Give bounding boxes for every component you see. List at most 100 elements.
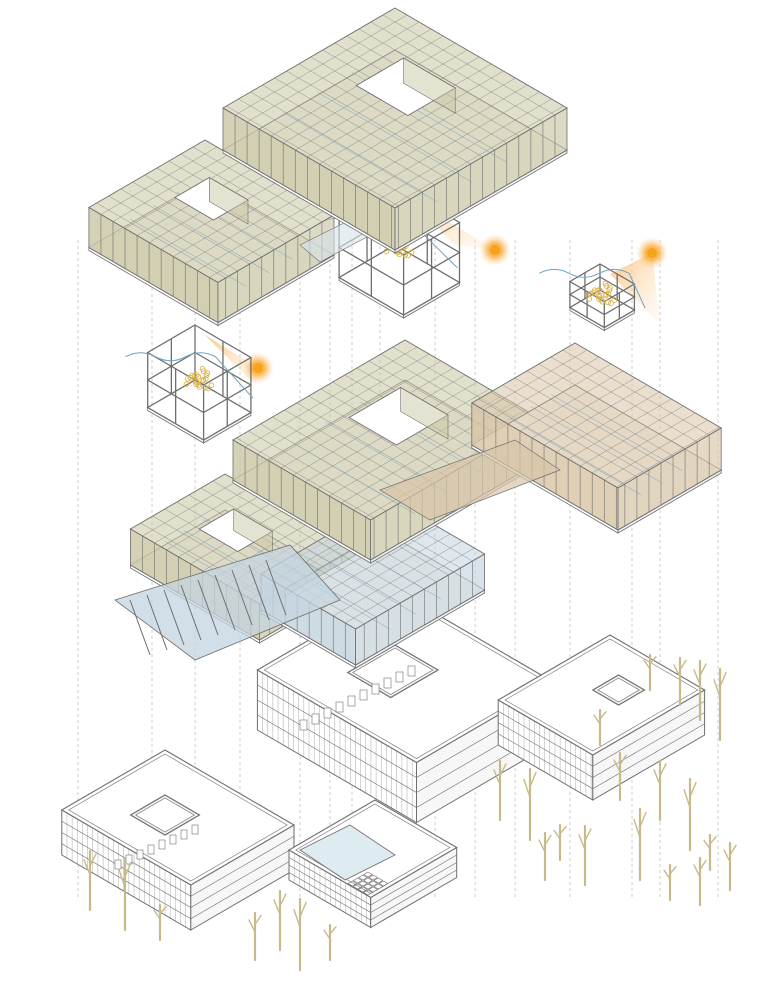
partition [333, 540, 463, 617]
ground-partition [248, 564, 270, 621]
floor-band [498, 700, 705, 767]
ground-partition [180, 584, 202, 641]
roof-equipment [335, 701, 344, 713]
tree-icon [673, 656, 687, 707]
roof-equipment [347, 695, 356, 707]
partition [298, 63, 471, 165]
greenery [193, 378, 199, 385]
tree-icon [663, 863, 677, 902]
partition [343, 77, 516, 179]
skylight [373, 883, 384, 890]
ground-partition [231, 569, 253, 626]
airflow-icon [538, 268, 646, 309]
partition [562, 349, 710, 436]
partition [358, 28, 532, 130]
tree-branch [124, 861, 132, 878]
greenery [200, 378, 206, 384]
partition [100, 146, 218, 215]
floor-band [498, 723, 705, 790]
partition [236, 437, 375, 519]
skylight [378, 880, 389, 887]
tree-branch [653, 769, 661, 786]
roof-equipment [158, 839, 166, 850]
tree-icon [248, 911, 262, 962]
partition [108, 195, 238, 272]
roof-equipment [395, 671, 404, 683]
greenery [587, 290, 594, 297]
partition [616, 426, 720, 488]
courtyard-modules [125, 184, 668, 444]
room-face [394, 107, 568, 251]
tree-branch [83, 859, 91, 876]
upper-floor-north-plate [222, 7, 568, 254]
tree-branch [553, 829, 561, 840]
tree-branch [633, 818, 641, 839]
tree-icon [578, 824, 592, 887]
tree-branch [713, 678, 721, 699]
tree-branch [663, 869, 671, 880]
partition [173, 188, 290, 257]
tree-branch [299, 901, 307, 918]
partition [226, 105, 399, 207]
tree-branch [593, 714, 601, 725]
greenery [383, 248, 390, 255]
partition [274, 77, 447, 179]
tree-branch [293, 908, 301, 929]
skylight [363, 877, 373, 884]
greenery [408, 249, 415, 256]
courtyard-wall [403, 57, 456, 114]
tree-branch [118, 868, 126, 889]
middle-link-tan [379, 439, 561, 521]
greenery [199, 366, 206, 372]
tree-icon [653, 759, 667, 822]
greenery [595, 293, 602, 299]
floor-band [498, 712, 705, 778]
partition [142, 480, 238, 537]
tree-icon [83, 849, 97, 912]
tree-branch [649, 656, 657, 665]
tree-branch [153, 909, 161, 920]
partition [490, 391, 638, 478]
tree-branch [639, 811, 647, 828]
room-face [355, 553, 486, 666]
tree-icon [323, 923, 337, 962]
tree-branch [599, 711, 607, 720]
partition [284, 409, 423, 491]
roof-equipment [323, 707, 332, 719]
tree-branch [578, 834, 586, 851]
floor-band [288, 862, 457, 913]
tree-icon [493, 759, 507, 822]
tree-branch [499, 763, 507, 777]
ground-partition [265, 559, 287, 616]
partition [538, 363, 686, 450]
partition [256, 353, 430, 455]
greenery [183, 381, 190, 388]
tree-branch [719, 671, 727, 688]
courtyard-module-small [538, 237, 668, 332]
circulation-line [317, 92, 473, 183]
partition [262, 84, 435, 186]
ground-wing-blue [114, 544, 341, 661]
greenery [602, 280, 609, 287]
circulation-line [291, 441, 416, 515]
roof-equipment [169, 834, 177, 845]
partition [367, 91, 540, 193]
courtyard-module-west [125, 324, 274, 444]
skylight [352, 877, 363, 884]
ground-rooms-blue [260, 498, 486, 669]
tree-branch [279, 893, 287, 907]
partition [272, 416, 411, 498]
partition [514, 377, 662, 464]
partition [555, 391, 660, 453]
tree-branch [273, 899, 281, 916]
roof-equipment [191, 824, 199, 835]
tree-icon [703, 833, 717, 872]
sun-core [253, 363, 263, 373]
tree-branch [703, 839, 711, 850]
roof-equipment [383, 677, 392, 689]
greenery [193, 372, 200, 378]
courtyard-inner [597, 677, 640, 703]
partition [197, 202, 314, 271]
greenery [607, 284, 613, 291]
tree-icon [613, 751, 627, 802]
